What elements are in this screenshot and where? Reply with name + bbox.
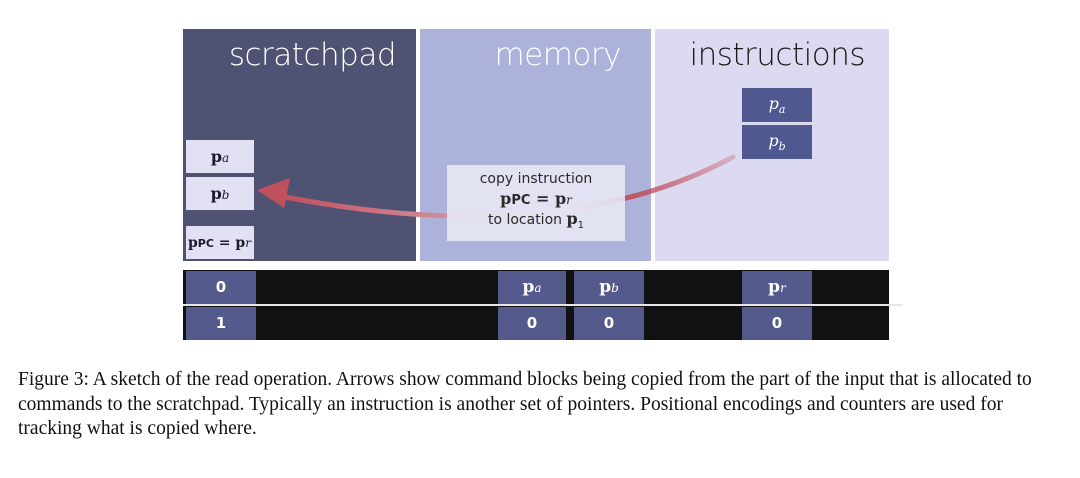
figure-caption: Figure 3: A sketch of the read operation… — [18, 369, 1032, 439]
copy-instruction-formula: pPC = pr — [447, 189, 625, 208]
instruction-box-pb: pb — [742, 125, 812, 159]
pointer-symbol: p — [210, 147, 223, 166]
pointer-symbol: p — [768, 131, 779, 150]
pointer-subscript: b — [611, 281, 619, 295]
pointer-symbol: p — [768, 277, 781, 297]
tape-row-divider — [183, 304, 903, 306]
pc-subscript: PC — [511, 193, 531, 208]
scratchpad-box-ppc: pPC = pr — [186, 226, 254, 259]
copy-instruction-location: to location p1 — [447, 209, 625, 231]
instructions-title: instructions — [689, 37, 865, 73]
pc-subscript: PC — [197, 237, 214, 250]
copy-instruction-label: copy instruction — [479, 171, 593, 187]
pointer-subscript: r — [566, 193, 572, 207]
tape-cell-pr: pr — [742, 271, 812, 304]
pointer-symbol: p — [210, 184, 222, 203]
pointer-symbol: p — [599, 277, 612, 297]
scratchpad-title: scratchpad — [228, 37, 397, 73]
tape-cell-value: 0 — [574, 307, 644, 340]
pointer-subscript: a — [778, 103, 786, 117]
scratchpad-box-pa: pa — [186, 140, 254, 173]
pointer-subscript: r — [780, 281, 786, 295]
pointer-symbol: p — [188, 235, 198, 251]
pointer-symbol: p — [768, 94, 779, 113]
pointer-subscript: b — [221, 188, 230, 202]
scratchpad-box-pb: pb — [186, 177, 254, 210]
memory-title: memory — [494, 37, 621, 73]
pointer-subscript: b — [778, 140, 786, 154]
tape-cell-pa: pa — [498, 271, 566, 304]
pointer-symbol: p — [500, 189, 512, 208]
equals-pointer: = p — [530, 189, 567, 208]
pointer-subscript: a — [534, 281, 542, 295]
location-text: to location — [487, 212, 567, 228]
copy-instruction-box: copy instruction pPC = pr to location p1 — [447, 165, 625, 241]
arrow-head — [257, 178, 290, 208]
scratchpad-panel: scratchpad pa pb pPC = pr — [183, 29, 416, 261]
pointer-subscript: r — [245, 236, 251, 250]
pointer-subscript: a — [222, 151, 230, 165]
pointer-symbol: p — [522, 277, 535, 297]
tape-cell-value: 0 — [498, 307, 566, 340]
pointer-subscript: 1 — [577, 219, 585, 231]
tape-cell-counter: 0 — [186, 271, 256, 304]
equals-pointer: = p — [213, 235, 246, 251]
tape-cell-pb: pb — [574, 271, 644, 304]
pointer-symbol: p — [566, 209, 578, 228]
tape-cell-counter: 1 — [186, 307, 256, 340]
instruction-box-pa: pa — [742, 88, 812, 122]
tape-cell-value: 0 — [742, 307, 812, 340]
instructions-panel: instructions pa pb — [655, 29, 889, 261]
